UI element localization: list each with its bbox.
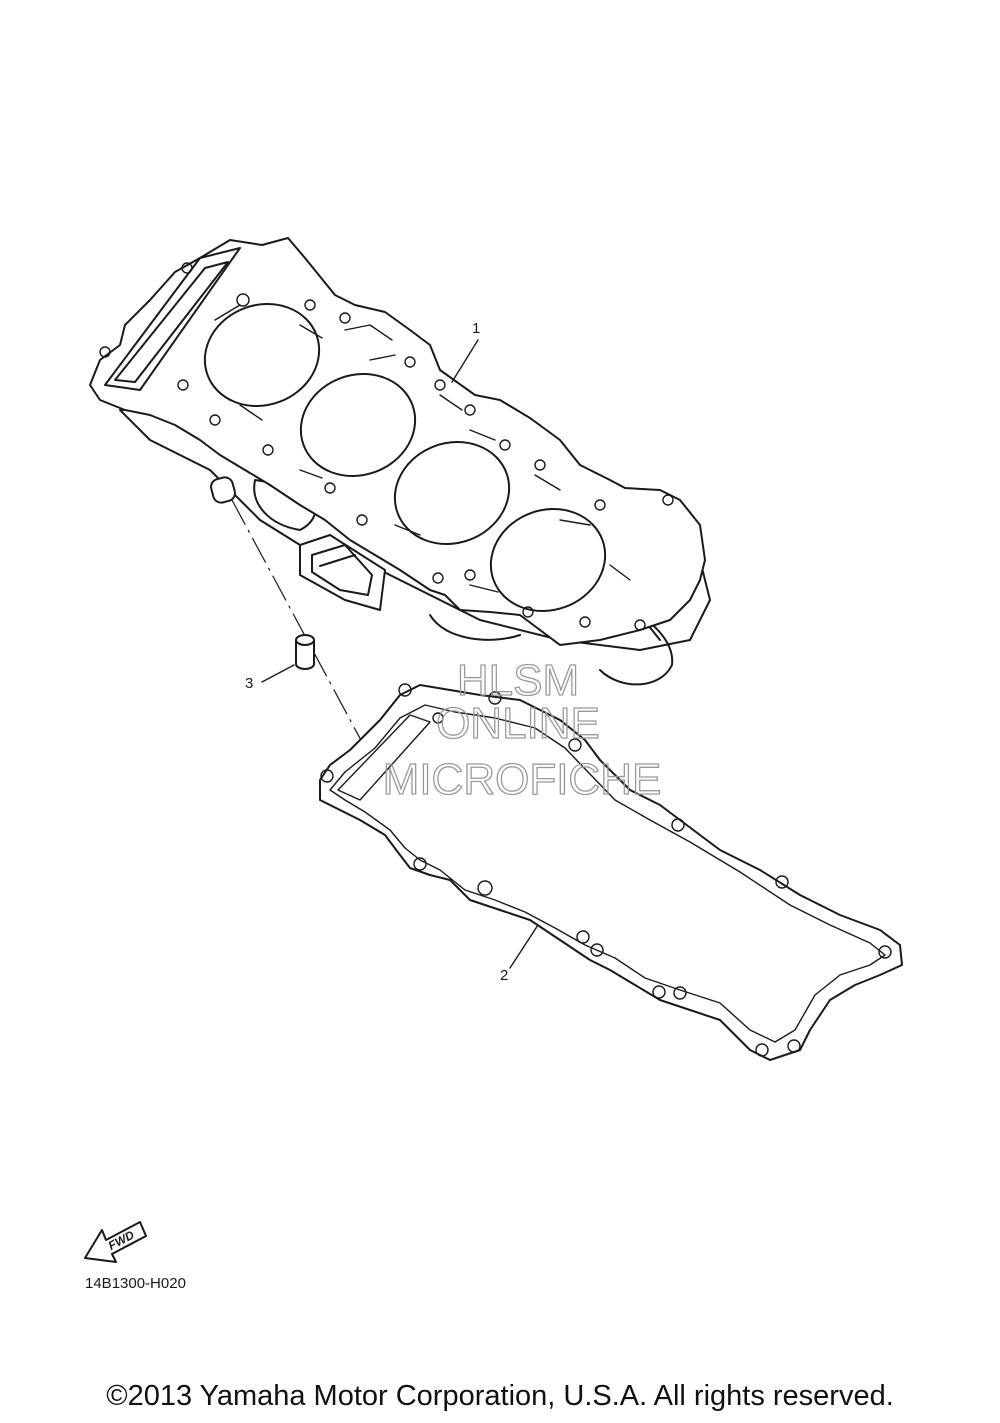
watermark-line2: ONLINE xyxy=(436,699,600,748)
leader-line-3 xyxy=(261,664,295,683)
watermark-line3: MICROFICHE xyxy=(383,755,662,804)
copyright-notice: ©2013 Yamaha Motor Corporation, U.S.A. A… xyxy=(106,1380,894,1412)
dowel-pin xyxy=(295,634,315,670)
callout-3: 3 xyxy=(245,675,253,692)
callout-2: 2 xyxy=(500,967,508,984)
cylinder-block xyxy=(89,237,711,686)
fwd-arrow-icon: FWD xyxy=(84,1221,147,1263)
leader-line-2 xyxy=(509,924,539,969)
watermark: HLSM ONLINE MICROFICHE xyxy=(382,655,662,804)
cylinder-base-gasket xyxy=(319,683,903,1061)
watermark-line1: HLSM xyxy=(457,656,579,705)
diagram-code: 14B1300-H020 xyxy=(85,1275,186,1292)
leader-line-1 xyxy=(451,339,479,383)
callout-1: 1 xyxy=(472,320,480,337)
